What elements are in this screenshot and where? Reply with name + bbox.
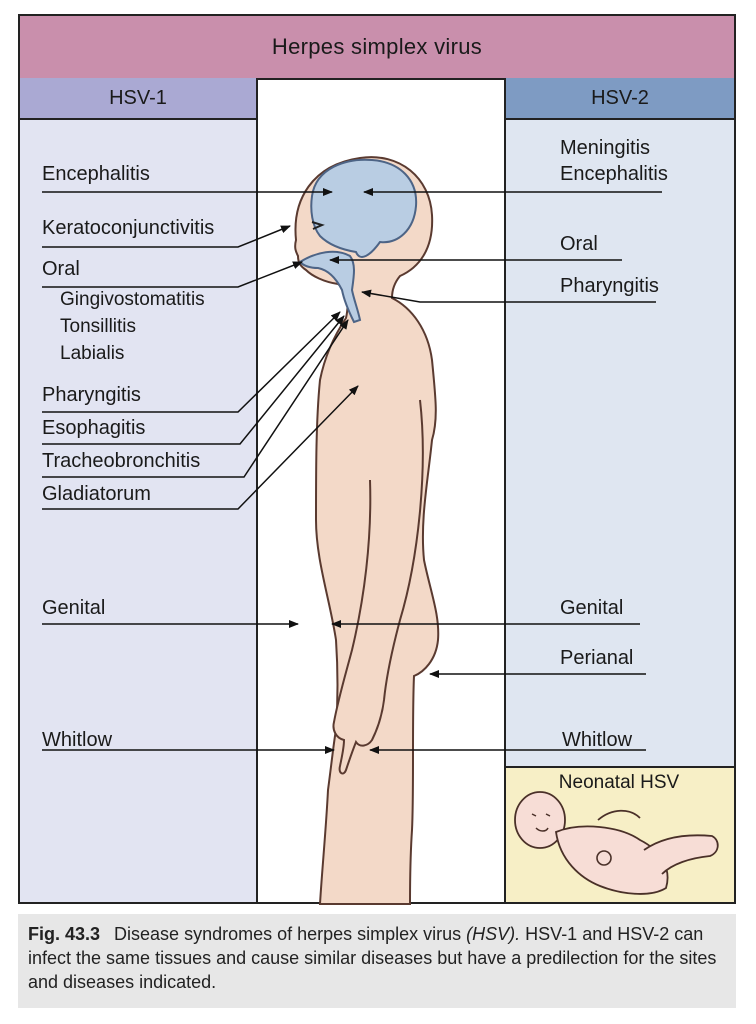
hsv1-label-gingivostomatitis: Gingivostomatitis <box>60 289 205 310</box>
arm-outline <box>332 399 424 775</box>
hsv2-column <box>504 120 734 766</box>
neonatal-title: Neonatal HSV <box>558 772 680 793</box>
hsv2-label-perianal: Perianal <box>560 647 634 669</box>
hsv2-label-oral: Oral <box>560 233 598 255</box>
hsv1-column <box>20 120 258 902</box>
caption-text-end: HSV-1 and HSV-2 can infect the same tiss… <box>28 924 717 992</box>
hsv2-label-encephalitis: Encephalitis <box>560 163 668 185</box>
hsv1-label-tonsillitis: Tonsillitis <box>60 316 137 337</box>
hsv1-label-genital: Genital <box>42 597 106 619</box>
hsv2-label-meningitis: Meningitis <box>560 137 651 159</box>
hsv1-label-tracheobronchitis: Tracheobronchitis <box>42 450 201 472</box>
diagram-svg <box>42 156 719 905</box>
baby-illustration <box>514 791 719 895</box>
hsv1-leaders <box>42 188 359 754</box>
hsv1-label-encephalitis: Encephalitis <box>42 163 150 185</box>
hsv2-leaders <box>329 188 662 754</box>
arrow-hsv2-pharyngitis <box>361 289 656 303</box>
hsv1-label-oral: Oral <box>42 258 80 280</box>
arrow-hsv1-keratoconjunctivitis <box>42 225 291 248</box>
hsv1-label-labialis: Labialis <box>60 343 125 364</box>
caption-italic: (HSV). <box>466 924 521 944</box>
hsv1-label-whitlow: Whitlow <box>42 729 113 751</box>
caption-figure-number: Fig. 43.3 <box>28 924 101 944</box>
figure-caption: Fig. 43.3 Disease syndromes of herpes sim… <box>18 914 736 1008</box>
arrow-hsv1-pharyngitis <box>42 311 341 413</box>
arrow-hsv1-tracheobronchitis <box>42 319 349 478</box>
hsv1-label-gladiatorum: Gladiatorum <box>42 483 151 505</box>
hsv1-header: HSV-1 <box>20 78 258 120</box>
figure-title: Herpes simplex virus <box>20 16 734 80</box>
airway-shape <box>298 250 362 324</box>
hsv2-header: HSV-2 <box>504 78 734 120</box>
arrow-hsv1-esophagitis <box>42 315 345 445</box>
hsv2-label-whitlow: Whitlow <box>562 729 633 751</box>
arrow-hsv1-oral <box>42 261 303 288</box>
eye-mark <box>311 221 325 230</box>
caption-text-start: Disease syndromes of herpes simplex viru… <box>114 924 467 944</box>
hsv2-label-genital: Genital <box>560 597 624 619</box>
hsv2-label-pharyngitis: Pharyngitis <box>560 275 659 297</box>
hsv1-label-pharyngitis: Pharyngitis <box>42 384 141 406</box>
hsv1-label-keratoconjunctivitis: Keratoconjunctivitis <box>42 217 215 239</box>
arrow-hsv1-gladiatorum <box>42 385 359 510</box>
hsv1-label-esophagitis: Esophagitis <box>42 417 146 439</box>
brain-shape <box>310 158 418 258</box>
